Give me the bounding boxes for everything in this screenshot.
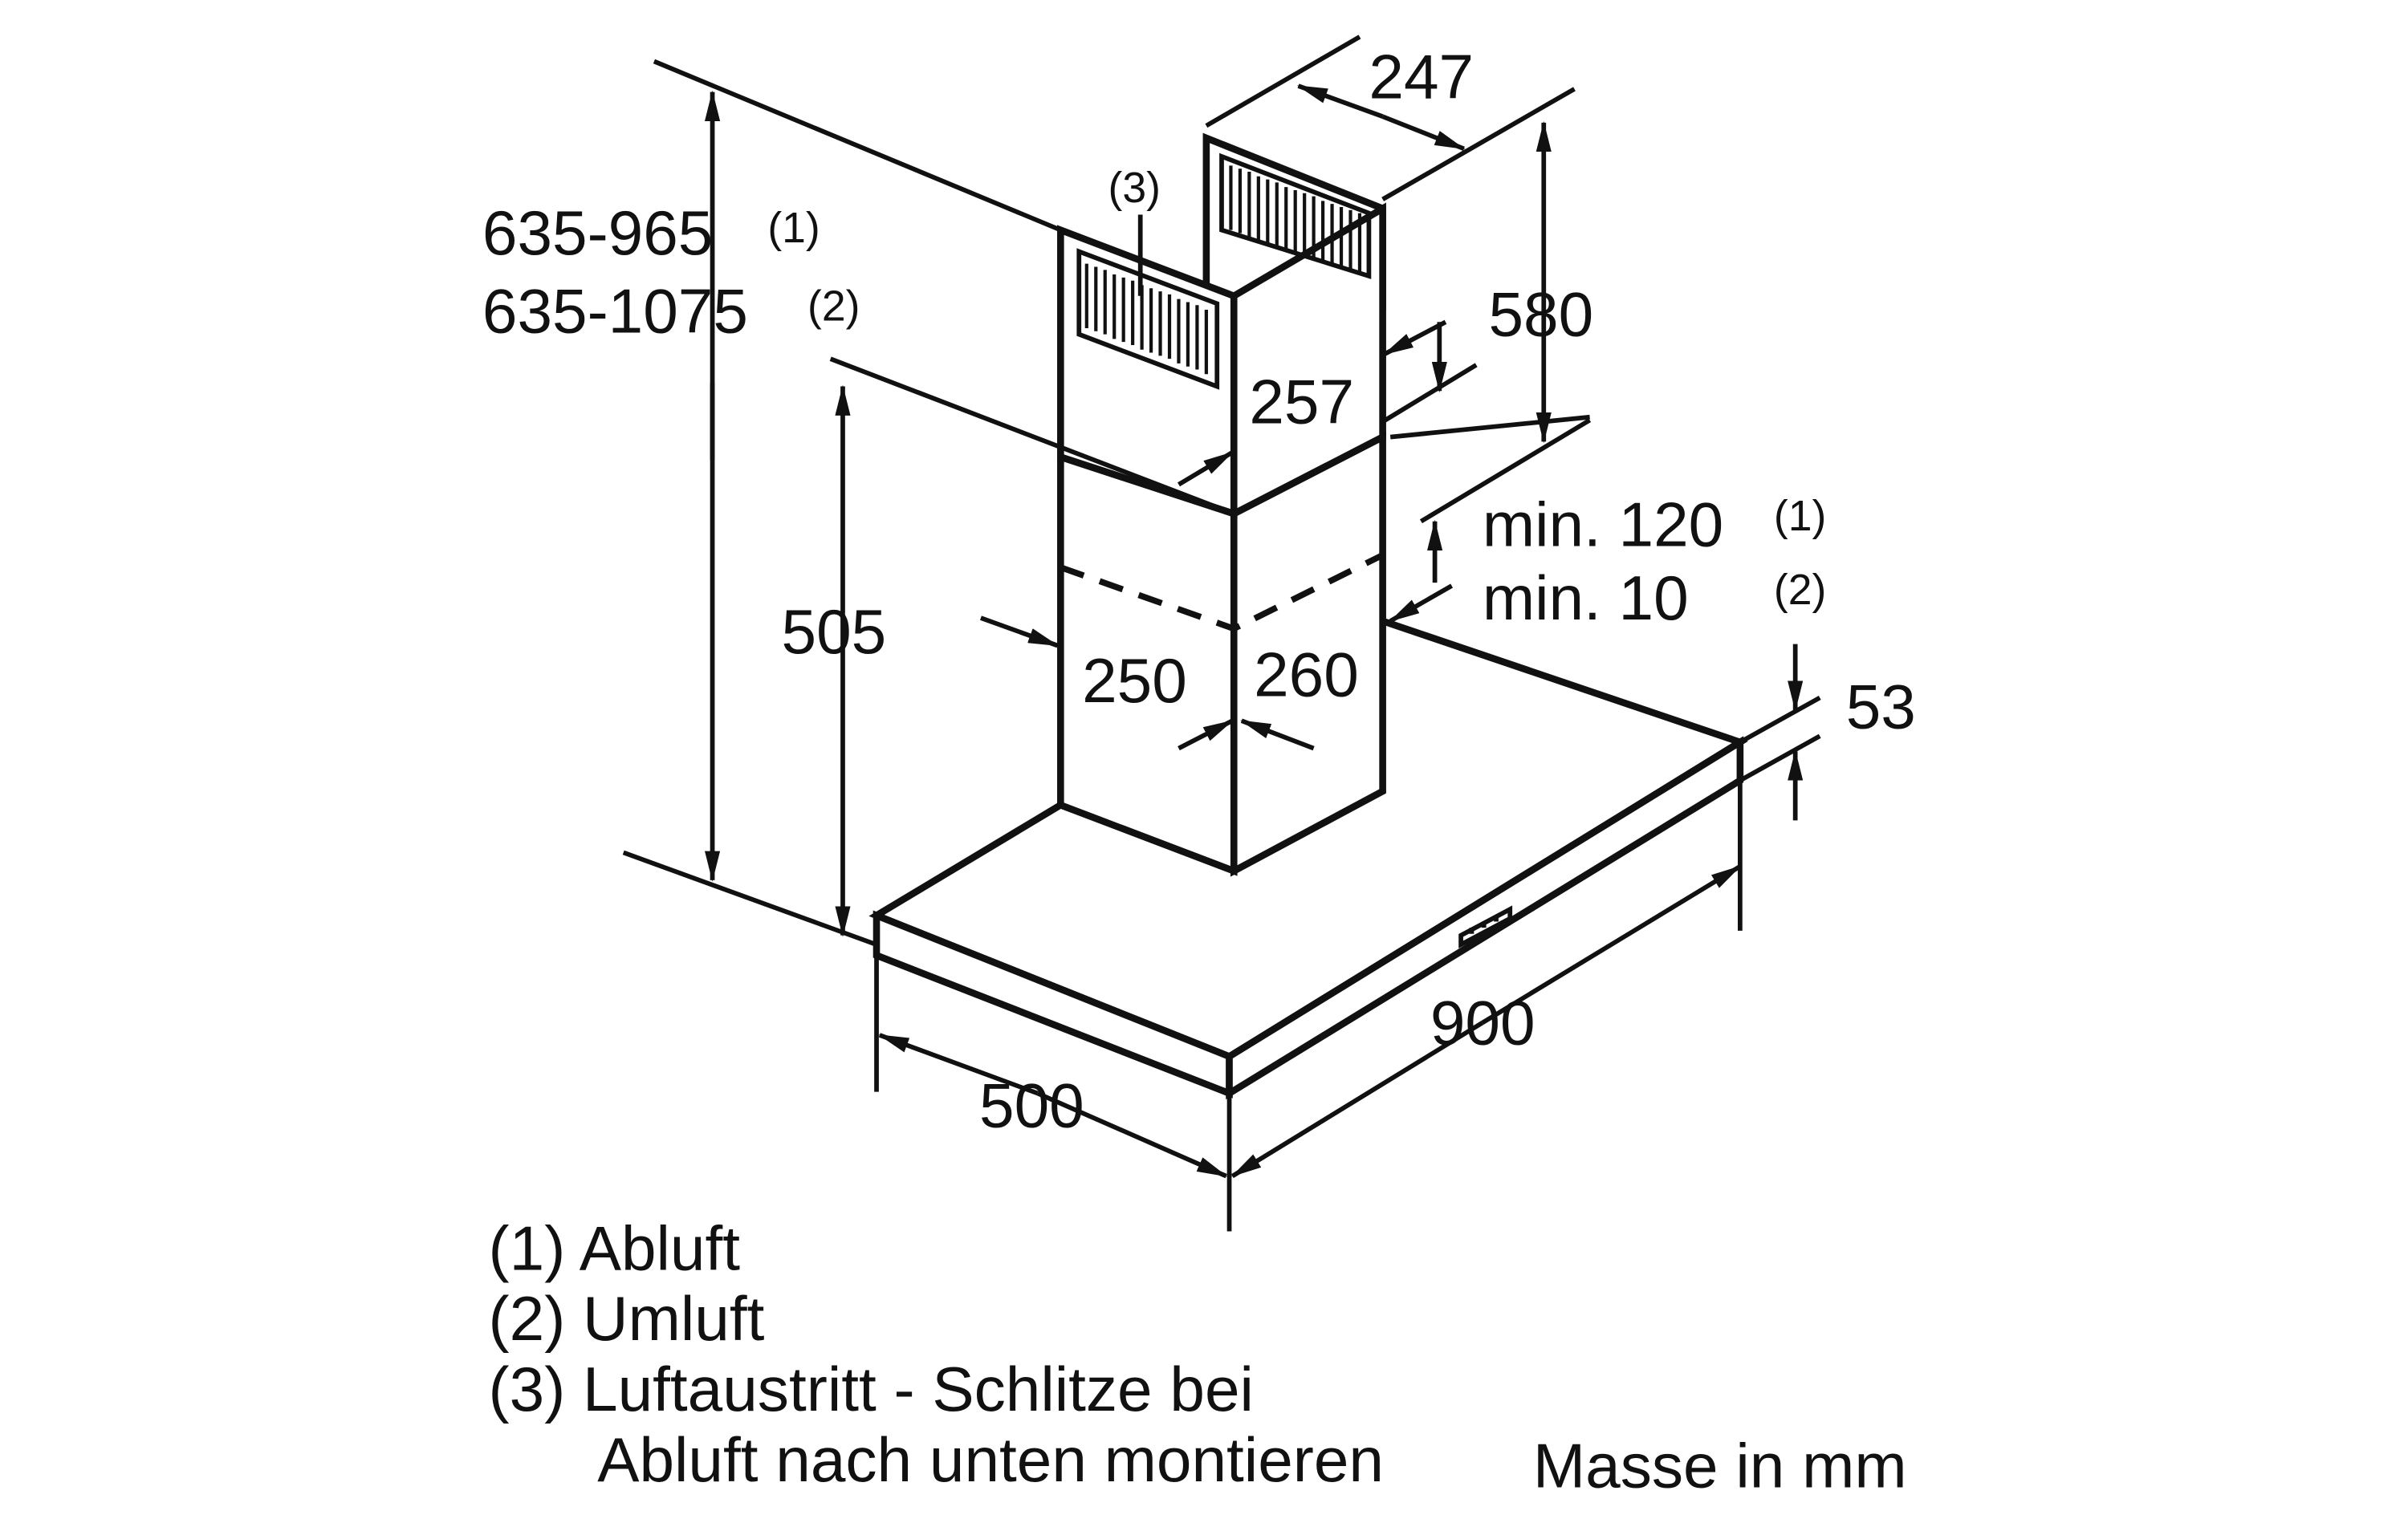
control-panel-icon bbox=[1458, 905, 1513, 948]
lower-chimney-height-label: 505 bbox=[782, 596, 887, 667]
legend-line-1: (1) Abluft bbox=[489, 1212, 741, 1283]
clearance-1-note: (1) bbox=[1774, 493, 1826, 540]
clearance-2-note: (2) bbox=[1774, 567, 1826, 614]
dimension-labels: 635-965 (1) 635-1075 (2) (3) 247 580 257… bbox=[482, 41, 1916, 1140]
ventilation-slots-back bbox=[1219, 152, 1372, 279]
legend-line-3: (3) Luftaustritt - Schlitze bei bbox=[489, 1354, 1254, 1424]
legend-line-2: (2) Umluft bbox=[489, 1283, 765, 1354]
hood-canopy bbox=[868, 617, 1748, 1100]
upper-chimney-width-label: 247 bbox=[1369, 41, 1474, 112]
dimension-lines bbox=[622, 35, 1821, 1232]
upper-chimney bbox=[1057, 132, 1386, 520]
lower-chimney-depth-label: 260 bbox=[1254, 640, 1359, 710]
upper-chimney-depth-label: 257 bbox=[1249, 366, 1354, 437]
units-note: Masse in mm bbox=[1533, 1431, 1907, 1501]
hood-depth-label: 500 bbox=[979, 1070, 1084, 1141]
total-height-2-label: 635-1075 bbox=[482, 276, 748, 347]
lower-chimney bbox=[1057, 431, 1386, 877]
slots-note-label: (3) bbox=[1108, 164, 1161, 212]
ventilation-slots-front bbox=[1076, 248, 1220, 390]
clearance-2-label: min. 10 bbox=[1483, 563, 1689, 633]
clearance-1-label: min. 120 bbox=[1483, 489, 1723, 559]
total-height-1-note: (1) bbox=[767, 205, 820, 252]
legend-line-4: Abluft nach unten montieren bbox=[597, 1424, 1384, 1495]
total-height-2-note: (2) bbox=[807, 282, 860, 330]
hood-thickness-label: 53 bbox=[1846, 672, 1916, 742]
legend: (1) Abluft (2) Umluft (3) Luftaustritt -… bbox=[489, 1212, 1907, 1501]
upper-chimney-hidden-edge bbox=[1060, 552, 1385, 632]
hood-width-label: 900 bbox=[1430, 987, 1536, 1058]
lower-chimney-width-label: 250 bbox=[1082, 645, 1187, 716]
total-height-1-label: 635-965 bbox=[482, 197, 713, 268]
upper-chimney-height-label: 580 bbox=[1488, 278, 1593, 349]
